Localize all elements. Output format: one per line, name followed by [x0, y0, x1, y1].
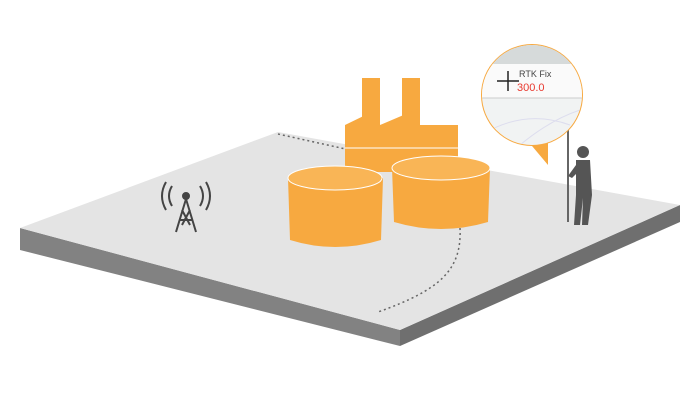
dotted-boundary	[277, 133, 461, 313]
storage-tank-right	[391, 155, 491, 229]
rtk-status-label: RTK Fix	[519, 69, 552, 79]
storage-tank-left	[287, 165, 383, 247]
callout-bubble	[481, 44, 583, 165]
crosshair-icon	[497, 71, 519, 91]
height-value: 300.0	[517, 82, 545, 94]
radio-tower-icon	[161, 181, 211, 233]
